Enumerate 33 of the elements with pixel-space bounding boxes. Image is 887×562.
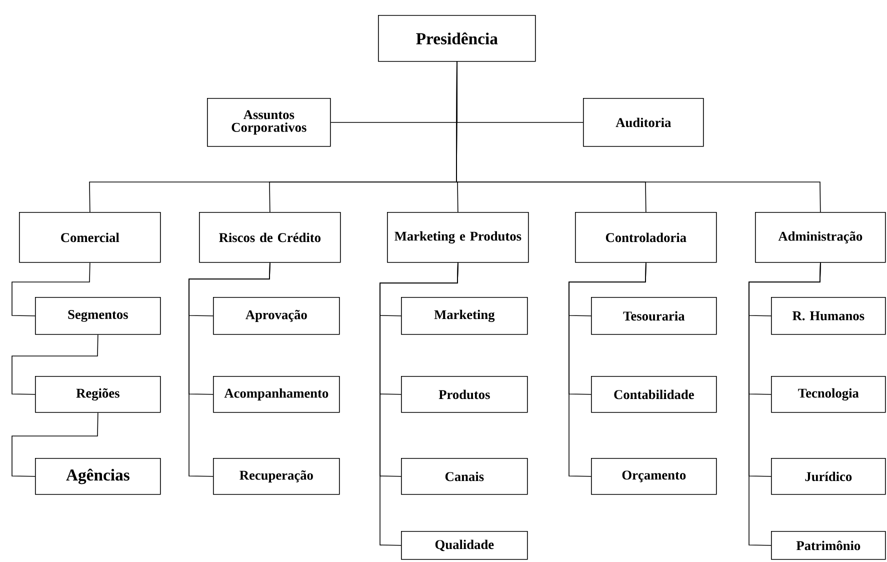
org-box: Jurídico [771,458,886,495]
org-box: Administração [755,212,886,263]
org-box: R. Humanos [771,297,886,335]
connector-line [748,262,821,546]
org-box: Marketing [401,297,528,335]
org-box: Patrimônio [771,531,886,560]
connector-line [12,334,98,395]
connector-line [568,262,646,477]
org-box: Segmentos [35,297,161,335]
org-box: Regiões [35,376,161,413]
org-box: Marketing e Produtos [387,212,529,263]
org-box: Presidência [378,15,536,62]
org-box: Orçamento [591,458,717,495]
org-box: Recuperação [213,458,340,495]
org-box: Riscos de Crédito [199,212,341,263]
org-box: Produtos [401,376,528,413]
connector-line [456,61,821,212]
org-box: Auditoria [583,98,704,147]
org-box: Comercial [19,212,161,263]
org-box: Controladoria [575,212,717,263]
connector-line [380,262,458,546]
org-box: Assuntos Corporativos [207,98,331,147]
org-box: Tecnologia [771,376,886,413]
org-box: Agências [35,458,161,495]
connector-line [12,412,98,477]
org-box: Aprovação [213,297,340,335]
org-box: Acompanhamento [213,376,340,413]
org-box: Tesouraria [591,297,717,335]
connector-line [12,262,90,316]
org-box: Qualidade [401,531,528,560]
org-box: Canais [401,458,528,495]
connector-line [188,262,270,477]
org-box: Contabilidade [591,376,717,413]
